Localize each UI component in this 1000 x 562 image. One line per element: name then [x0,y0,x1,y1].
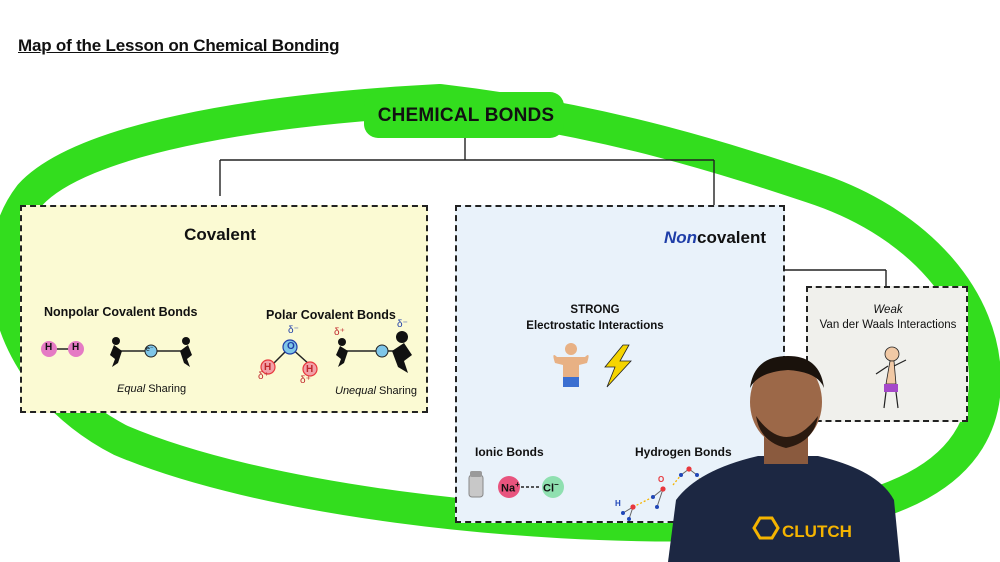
covalent-title: Covalent [184,225,256,244]
nonpolar-title: Nonpolar Covalent Bonds [44,305,198,319]
water-molecule-icon [260,339,318,377]
strongman-lightning-icon [553,343,632,388]
delta-plus-tug: δ⁺ [334,327,345,338]
van-der-waals-label: Van der Waals Interactions [819,319,957,331]
presenter-head [750,358,822,446]
cl-ion: Cl− [543,480,559,495]
hydrogen-title: Hydrogen Bonds [635,445,732,459]
unequal-sharing-caption: Unequal Sharing [335,385,417,397]
weak-label: Weak [873,304,903,316]
na-symbol: Na [501,482,516,495]
presenter-beard [756,416,818,448]
presenter-video: CLUTCH [668,356,900,562]
h-atom-1: H [45,342,53,353]
weak-box: Weak Van der Waals Interactions [806,286,968,422]
root-green-box [364,92,564,138]
delta-plus-h2: δ⁺ [300,375,311,386]
na-ion: Na+ [501,480,520,495]
na-charge: + [515,480,520,489]
electrostatic-label: Electrostatic Interactions [526,320,664,332]
noncovalent-prefix: Non [663,228,698,247]
electron-label-equal: e⁻ [146,346,154,353]
delta-minus-o: δ⁻ [288,325,299,336]
o-atom: O [287,341,295,352]
root-node-label: CHEMICAL BONDS [377,105,555,126]
connector-root [219,138,715,224]
delta-minus-tug: δ⁻ [397,319,408,330]
cl-symbol: Cl [543,482,554,495]
clutch-logo-icon [752,516,780,540]
caption-emphasis: Equal [117,383,146,395]
caption-rest: Sharing [375,385,417,397]
delta-plus-h1: δ⁺ [258,371,269,382]
h-atom-left: H [264,362,272,373]
presenter-torso [668,456,900,562]
h-atom-2: H [72,342,80,353]
hbond-h-label: H [615,499,621,508]
polar-title: Polar Covalent Bonds [266,308,396,322]
weak-man-icon [875,346,907,409]
caption-emphasis: Unequal [335,385,376,397]
shirt-text: CLUTCH [782,522,852,541]
h-atom-right: H [306,364,314,375]
ionic-title: Ionic Bonds [475,445,544,459]
hbond-o-label: O [658,475,665,484]
equal-sharing-caption: Equal Sharing [117,383,186,395]
covalent-box: Covalent Nonpolar Covalent Bonds H H e⁻ … [20,205,428,413]
presenter-hair [750,356,824,388]
green-highlight-oval [0,84,1000,542]
caption-rest: Sharing [145,383,187,395]
tug-of-war-equal-icon [110,337,192,367]
noncovalent-suffix: covalent [697,228,767,247]
cl-charge: − [554,480,559,489]
noncovalent-title: Noncovalent [664,228,766,248]
ionic-bond-icon [468,471,564,498]
strong-label: STRONG [570,304,620,316]
tug-of-war-unequal-icon [336,331,412,373]
page-title: Map of the Lesson on Chemical Bonding [18,36,340,55]
h2-molecule [41,341,84,357]
